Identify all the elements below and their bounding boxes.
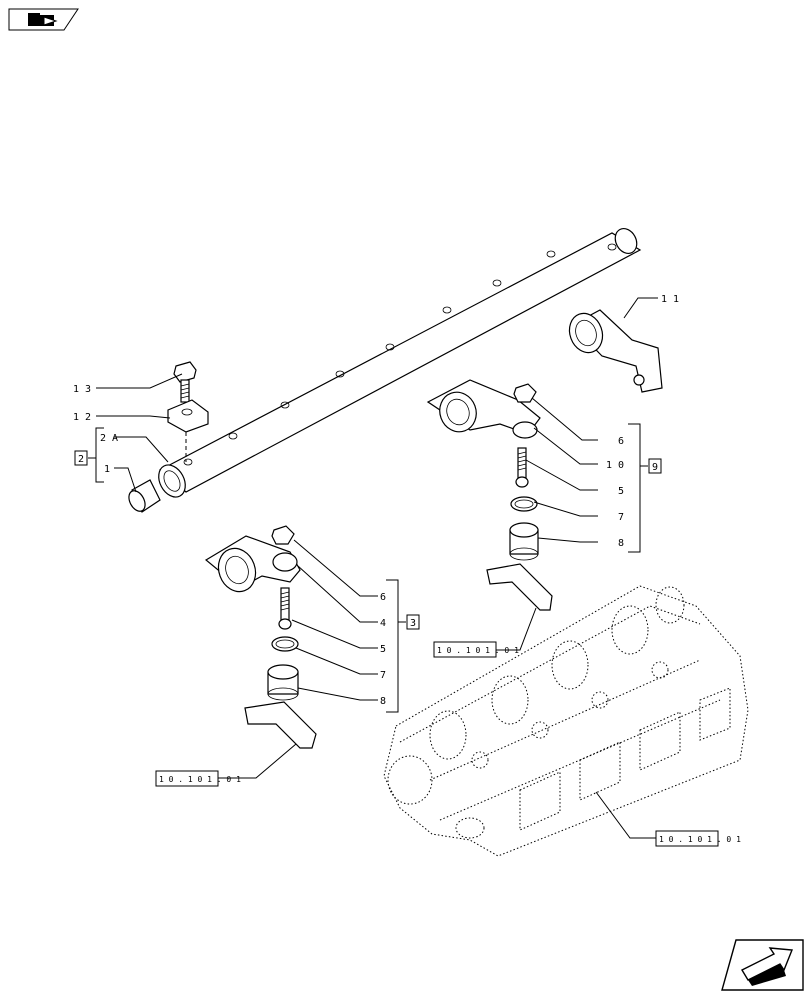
valve-bridge-left: [244, 701, 317, 749]
shaft-plug: [128, 479, 161, 513]
cylinder-head: [383, 585, 749, 857]
bolt: [173, 361, 197, 403]
callout-4-left: 4: [380, 618, 386, 629]
bracket: [167, 399, 209, 462]
bracket-group-9: [628, 423, 648, 553]
callout-11: 1 1: [661, 294, 679, 305]
bracket-group-3: [386, 579, 406, 713]
shaft-support: [568, 309, 663, 393]
group-3-box[interactable]: 3: [406, 614, 420, 630]
clip-right: [510, 496, 538, 512]
rocker-arm-left: [204, 535, 301, 593]
callout-10-right: 1 0: [606, 460, 624, 471]
group-3-label: 3: [410, 618, 416, 629]
callout-5-right: 5: [618, 486, 624, 497]
callout-6-left: 6: [380, 592, 386, 603]
ref-head-label: 1 0 . 1 0 1 . 0 1: [659, 835, 741, 844]
valve-bridge-right: [486, 563, 553, 611]
nut-left: [271, 525, 295, 545]
bracket-group-2: [88, 427, 104, 483]
next-page-arrow-icon[interactable]: [721, 939, 804, 991]
book-arrow-icon[interactable]: [8, 8, 79, 31]
group-2-box[interactable]: 2: [74, 450, 88, 466]
ref-box-head[interactable]: 1 0 . 1 0 1 . 0 1: [655, 830, 741, 847]
ref-box-right-pad[interactable]: 1 0 . 1 0 1 . 0 1: [433, 641, 519, 658]
rocker-arm-right: [426, 379, 541, 439]
rocker-shaft: [158, 227, 642, 498]
callout-8-right: 8: [618, 538, 624, 549]
callout-5-left: 5: [380, 644, 386, 655]
callout-6-right: 6: [618, 436, 624, 447]
shaft-oil-holes: [183, 243, 617, 466]
cap-left: [267, 664, 299, 701]
group-9-label: 9: [652, 462, 658, 473]
callout-12: 1 2: [73, 412, 91, 423]
group-2-label: 2: [78, 454, 84, 465]
adjusting-screw-right: [515, 447, 529, 488]
nut-right: [513, 383, 537, 403]
ref-right-pad-label: 1 0 . 1 0 1 . 0 1: [437, 646, 519, 655]
cap-right: [509, 522, 539, 561]
leader-lines: [96, 297, 658, 839]
ref-left-pad-label: 1 0 . 1 0 1 . 0 1: [159, 775, 241, 784]
ref-box-left-pad[interactable]: 1 0 . 1 0 1 . 0 1: [155, 770, 241, 787]
callout-7-left: 7: [380, 670, 386, 681]
callout-7-right: 7: [618, 512, 624, 523]
callout-2a: 2 A: [100, 433, 118, 444]
adjusting-screw-left: [278, 587, 292, 630]
callout-1: 1: [104, 464, 110, 475]
callout-13: 1 3: [73, 384, 91, 395]
clip-left: [271, 636, 299, 652]
group-9-box[interactable]: 9: [648, 458, 662, 474]
callout-8-left: 8: [380, 696, 386, 707]
